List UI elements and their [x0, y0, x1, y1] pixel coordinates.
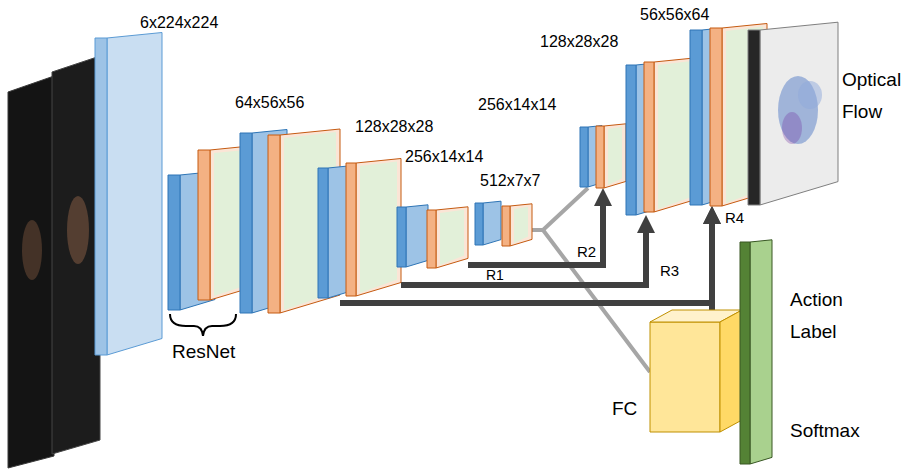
layer-face: [740, 242, 750, 464]
frame-figure: [22, 220, 42, 280]
layer-face: [650, 322, 720, 432]
layer-face: [644, 62, 654, 212]
layer-face: [240, 133, 252, 313]
output-name: Action Label: [790, 284, 870, 349]
feature-line: [532, 188, 588, 230]
layer-shape: [475, 201, 532, 246]
encoder-layer: 128x28x28: [318, 158, 401, 298]
layer-face: [690, 30, 702, 205]
layer-face: [268, 135, 280, 313]
layer-shape: [95, 32, 162, 355]
layer-face: [318, 168, 328, 298]
layer-dimension: 512x7x7: [480, 172, 541, 190]
layer-face: [720, 310, 742, 432]
video-frame: [52, 56, 100, 454]
layer-face: [284, 132, 336, 310]
layer-face: [406, 205, 428, 267]
layer-face: [608, 127, 622, 185]
layer-dimension: 64x56x56: [235, 94, 304, 112]
layer-face: [107, 33, 162, 356]
edge-label: R1: [484, 268, 506, 282]
layer-face: [722, 24, 767, 207]
layer-dimension: 6x224x224: [140, 14, 218, 32]
layer-face: [483, 201, 501, 245]
layer-face: [710, 28, 722, 206]
block-name: R4: [725, 209, 744, 226]
layer-face: [427, 210, 436, 268]
feature-arrow: [709, 224, 715, 310]
block-name: R2: [577, 243, 596, 260]
layer-face: [748, 30, 760, 205]
layer-face: [475, 203, 483, 245]
layer-face: [356, 159, 401, 297]
conv-layer-front: [198, 150, 210, 300]
frame-figure: [67, 196, 89, 264]
layer-dimension: 256x14x14: [478, 96, 556, 114]
layer-shape: [318, 158, 401, 298]
layer-face: [604, 124, 626, 188]
optical-flow-output: Optical Flow: [748, 22, 838, 205]
fc-layer: FC: [650, 310, 742, 432]
conv-layer-front: [168, 175, 180, 310]
encoder-layer: 256x14x14: [397, 204, 468, 268]
group-name: ResNet: [172, 341, 235, 363]
layer-shape: [580, 123, 626, 188]
layer-dimension: 256x14x14: [405, 148, 483, 166]
layer-face: [502, 206, 510, 246]
layer-name: FC: [612, 398, 637, 420]
layer-dimension: 56x56x64: [640, 6, 709, 24]
block-name: R3: [660, 262, 679, 279]
refinement-block: 256x14x14R2: [580, 123, 626, 188]
layer-face: [397, 207, 406, 267]
layer-face: [596, 126, 604, 188]
layer-shape: [397, 204, 468, 268]
layer-face: [346, 163, 356, 296]
layer-face: [440, 210, 464, 265]
flow-blob: [798, 81, 822, 109]
encoder-layer: 512x7x7: [475, 201, 532, 246]
layer-shape: [650, 310, 742, 432]
layer-face: [510, 204, 532, 246]
layer-face: [580, 127, 588, 187]
layer-face: [750, 240, 772, 464]
input-layer: 6x224x224: [95, 32, 162, 355]
video-frame: [8, 76, 54, 468]
layer-face: [360, 162, 397, 294]
layer-dimension: 128x28x28: [540, 33, 618, 51]
softmax-output: Action LabelSoftmax: [740, 239, 772, 464]
layer-face: [95, 38, 107, 355]
output-name: Optical Flow: [842, 64, 918, 129]
layer-shape: [740, 239, 772, 464]
layer-name: Softmax: [790, 420, 860, 442]
layer-face: [760, 22, 838, 205]
layer-face: [626, 65, 636, 215]
layer-face: [436, 207, 468, 268]
layer-face: [514, 207, 528, 243]
brace: [170, 314, 236, 336]
layer-shape: [748, 22, 838, 205]
flow-blob: [782, 112, 802, 144]
layer-dimension: 128x28x28: [355, 118, 433, 136]
